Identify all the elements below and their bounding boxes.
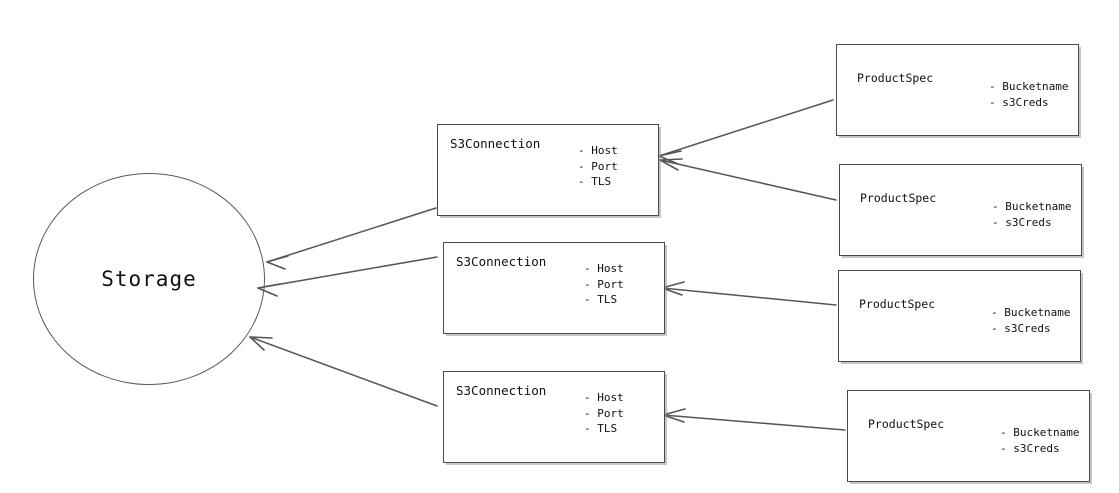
product-spec-title-2: ProductSpec	[860, 191, 937, 205]
s3-connection-node-2[interactable]: S3Connection - Host - Port - TLS	[443, 242, 665, 334]
product-spec-attributes-2: - Bucketname - s3Creds	[992, 199, 1071, 230]
s3-connection-attr-tls-3: - TLS	[584, 422, 618, 435]
edge-ps-4-to-s3-3	[662, 414, 846, 431]
edge-arrowhead-ps-2	[659, 158, 683, 171]
product-spec-attr-s3creds-3: - s3Creds	[991, 321, 1051, 335]
product-spec-attr-bucketname-1: - Bucketname	[989, 80, 1069, 93]
edge-arrowhead-ps-4	[662, 408, 686, 423]
edge-arrowhead-ps-1	[658, 150, 682, 165]
storage-label: Storage	[101, 267, 197, 291]
product-spec-attr-s3creds-2: - s3Creds	[992, 215, 1052, 229]
s3-connection-attributes-1: - Host - Port - TLS	[578, 143, 618, 190]
product-spec-node-3[interactable]: ProductSpec - Bucketname - s3Creds	[838, 270, 1081, 362]
s3-connection-attr-port-1: - Port	[578, 159, 618, 173]
s3-connection-node-1[interactable]: S3Connection - Host - Port - TLS	[437, 124, 659, 216]
s3-connection-attributes-3: - Host - Port - TLS	[584, 390, 624, 437]
s3-connection-attr-port-3: - Port	[584, 406, 624, 420]
edge-ps-1-to-s3-1	[658, 99, 834, 157]
product-spec-title-1: ProductSpec	[857, 71, 934, 85]
product-spec-title-4: ProductSpec	[868, 417, 945, 431]
s3-connection-title-2: S3Connection	[456, 254, 547, 269]
storage-node[interactable]	[33, 173, 265, 385]
edge-ps-2-to-s3-1	[659, 159, 837, 201]
product-spec-attr-s3creds-1: - s3Creds	[989, 95, 1049, 109]
s3-connection-attr-tls-2: - TLS	[584, 293, 618, 306]
edge-s3-1-to-storage	[266, 207, 437, 263]
s3-connection-attr-host-1: - Host	[578, 144, 618, 157]
product-spec-attr-bucketname-3: - Bucketname	[991, 306, 1071, 319]
s3-connection-attributes-2: - Host - Port - TLS	[584, 261, 624, 308]
product-spec-node-4[interactable]: ProductSpec - Bucketname - s3Creds	[847, 390, 1090, 482]
s3-connection-title-1: S3Connection	[450, 136, 541, 151]
s3-connection-node-3[interactable]: S3Connection - Host - Port - TLS	[443, 371, 665, 463]
product-spec-attributes-1: - Bucketname - s3Creds	[989, 79, 1068, 110]
edge-s3-2-to-storage	[257, 256, 438, 289]
product-spec-attributes-3: - Bucketname - s3Creds	[991, 305, 1070, 336]
product-spec-node-2[interactable]: ProductSpec - Bucketname - s3Creds	[839, 164, 1082, 256]
edge-arrowhead-s3-1	[266, 255, 289, 270]
product-spec-title-3: ProductSpec	[859, 297, 936, 311]
s3-connection-title-3: S3Connection	[456, 383, 547, 398]
product-spec-node-1[interactable]: ProductSpec - Bucketname - s3Creds	[836, 44, 1079, 136]
edge-s3-3-to-storage	[249, 336, 438, 407]
s3-connection-attr-tls-1: - TLS	[578, 175, 612, 188]
edge-ps-3-to-s3-2	[661, 287, 837, 306]
product-spec-attr-s3creds-4: - s3Creds	[1000, 441, 1060, 455]
edge-arrowhead-ps-3	[661, 281, 685, 296]
product-spec-attr-bucketname-4: - Bucketname	[1000, 426, 1080, 439]
product-spec-attr-bucketname-2: - Bucketname	[992, 200, 1072, 213]
product-spec-attributes-4: - Bucketname - s3Creds	[1000, 425, 1079, 456]
s3-connection-attr-host-3: - Host	[584, 391, 624, 404]
s3-connection-attr-port-2: - Port	[584, 277, 624, 291]
s3-connection-attr-host-2: - Host	[584, 262, 624, 275]
